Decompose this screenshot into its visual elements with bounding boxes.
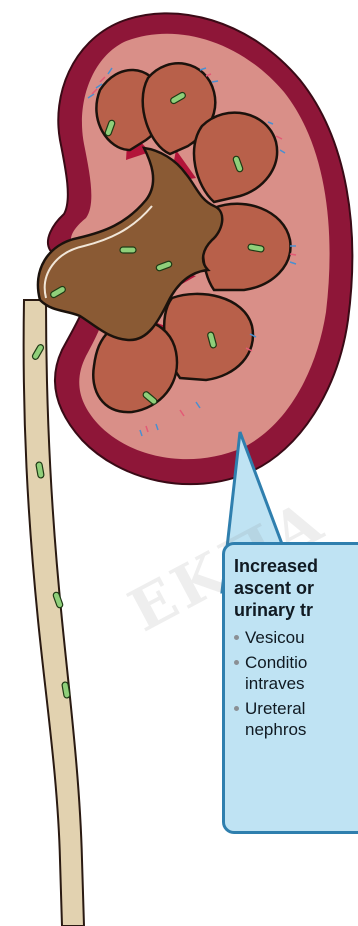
callout-bullet: Ureteral nephros [234, 698, 358, 740]
callout-bullet: Conditio intraves [234, 652, 358, 694]
callout-bullet-text: Conditio [245, 652, 358, 673]
callout-bullet: Vesicou [234, 627, 358, 648]
callout-box: Increased ascent or urinary tr Vesicou C… [222, 542, 358, 834]
callout-bullet-text: intraves [245, 673, 358, 694]
callout-bullet-list: Vesicou Conditio intraves Ureteral nephr… [234, 627, 358, 740]
callout-bullet-text: nephros [245, 719, 358, 740]
callout-heading-line: Increased [234, 555, 358, 577]
callout-heading: Increased ascent or urinary tr [234, 555, 358, 621]
callout-heading-line: urinary tr [234, 599, 358, 621]
callout-bullet-text: Vesicou [245, 627, 358, 648]
callout-heading-line: ascent or [234, 577, 358, 599]
callout-bullet-text: Ureteral [245, 698, 358, 719]
